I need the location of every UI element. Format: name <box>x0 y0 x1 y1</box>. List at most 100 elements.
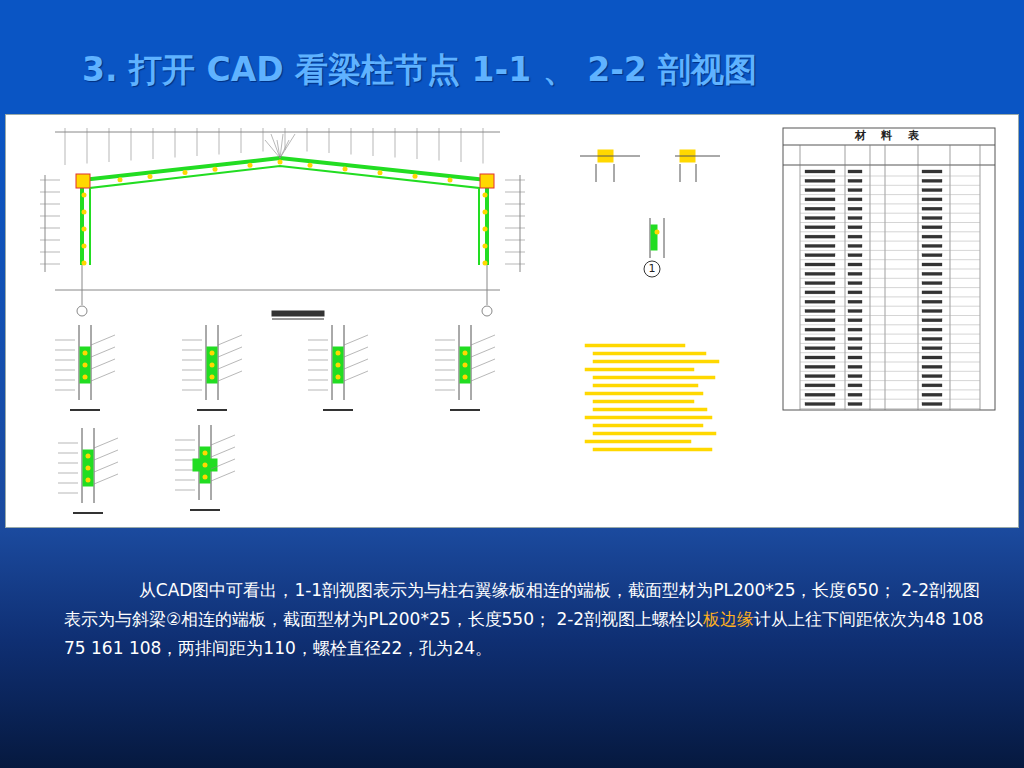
cad-stroke <box>211 435 235 445</box>
cad-stroke <box>277 140 280 158</box>
cad-stroke <box>308 340 328 341</box>
cad-stroke <box>148 174 153 179</box>
cad-stroke <box>86 454 91 459</box>
cad-stroke <box>83 351 88 356</box>
cad-stroke <box>308 380 328 381</box>
cad-stroke <box>175 450 195 451</box>
cad-stroke <box>922 328 942 331</box>
cad-stroke <box>344 325 345 400</box>
cad-stroke <box>848 170 862 173</box>
cad-stroke <box>805 272 835 275</box>
cad-stroke <box>206 325 207 400</box>
cad-stroke <box>848 179 862 182</box>
cad-stroke <box>40 180 60 181</box>
cad-stroke <box>783 145 995 146</box>
cad-stroke <box>271 134 280 158</box>
cad-stroke <box>805 217 835 220</box>
cad-stroke <box>922 310 942 313</box>
cad-stroke <box>175 480 195 481</box>
cad-stroke <box>505 204 525 205</box>
cad-stroke <box>800 194 980 195</box>
cad-stroke <box>800 222 980 223</box>
cad-stroke <box>922 179 942 182</box>
cad-stroke <box>344 359 368 369</box>
cad-stroke <box>505 252 525 253</box>
cad-stroke <box>182 370 202 371</box>
cad-stroke <box>91 347 115 357</box>
cad-stroke <box>483 128 484 164</box>
cad-stroke <box>845 145 846 410</box>
slide-title: 3. 打开 CAD 看梁柱节点 1-1 、 2-2 剖视图 <box>82 48 757 93</box>
cad-stroke <box>848 365 862 368</box>
cad-stroke <box>83 363 88 368</box>
cad-stroke <box>805 282 835 285</box>
cad-stroke <box>520 175 521 272</box>
cad-stroke <box>593 432 716 435</box>
cad-stroke <box>922 356 942 359</box>
cad-stroke <box>344 371 368 381</box>
cad-stroke <box>805 375 835 378</box>
cad-stroke <box>585 440 691 443</box>
cad-stroke <box>805 254 835 257</box>
cad-stroke <box>800 399 980 400</box>
cad-stroke <box>480 174 494 188</box>
cad-stroke <box>471 335 495 345</box>
cad-stroke <box>94 428 95 503</box>
cad-stroke <box>655 230 660 235</box>
cad-stroke <box>118 177 123 182</box>
cad-stroke <box>922 198 942 201</box>
cad-stroke <box>94 438 118 448</box>
cad-stroke <box>210 363 215 368</box>
cad-stroke <box>800 408 980 409</box>
cad-stroke <box>378 170 383 175</box>
cad-stroke <box>175 128 176 158</box>
cad-stroke <box>800 213 980 214</box>
cad-stroke <box>471 347 495 357</box>
cad-stroke <box>922 384 942 387</box>
cad-stroke <box>848 226 862 229</box>
cad-stroke <box>483 261 488 266</box>
cad-stroke <box>800 269 980 270</box>
cad-stroke <box>182 350 202 351</box>
cad-stroke <box>40 192 60 193</box>
cad-stroke <box>435 350 455 351</box>
cad-stroke <box>593 360 719 363</box>
cad-stroke <box>55 360 75 361</box>
cad-stroke <box>45 175 46 272</box>
cad-stroke <box>450 409 480 411</box>
cad-stroke <box>336 363 341 368</box>
cad-stroke <box>82 193 87 198</box>
cad-stroke <box>596 164 597 182</box>
cad-stroke <box>131 128 132 161</box>
cad-stroke <box>182 340 202 341</box>
cad-stroke <box>805 291 835 294</box>
cad-stroke <box>848 384 862 387</box>
cad-stroke <box>203 451 208 456</box>
cad-stroke <box>950 145 951 410</box>
cad-stroke <box>593 384 698 387</box>
cad-stroke <box>91 325 92 400</box>
cad-stroke <box>435 370 455 371</box>
cad-stroke <box>800 259 980 260</box>
cad-stroke <box>805 356 835 359</box>
cad-stroke <box>585 344 685 347</box>
cad-stroke <box>40 252 60 253</box>
cad-stroke <box>94 450 118 460</box>
cad-stroke <box>800 389 980 390</box>
cad-stroke <box>848 198 862 201</box>
cad-stroke <box>182 380 202 381</box>
cad-stroke <box>435 380 455 381</box>
cad-stroke <box>800 176 980 177</box>
cad-stroke <box>83 450 93 486</box>
cad-stroke <box>182 360 202 361</box>
cad-stroke <box>207 347 217 383</box>
cad-stroke <box>848 356 862 359</box>
cad-stroke <box>848 272 862 275</box>
cad-stroke <box>308 350 328 351</box>
cad-stroke <box>343 166 348 171</box>
cad-stroke <box>175 470 195 471</box>
cad-stroke <box>83 375 88 380</box>
cad-stroke <box>805 179 835 182</box>
cad-stroke <box>680 164 681 182</box>
cad-stroke <box>593 376 715 379</box>
